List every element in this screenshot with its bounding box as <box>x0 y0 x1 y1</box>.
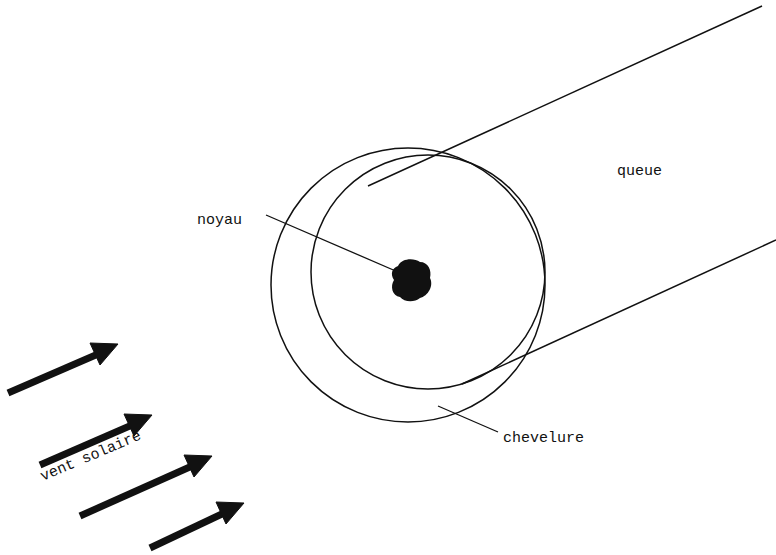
inner-circle <box>311 155 545 389</box>
solar-wind-arrows <box>8 343 244 548</box>
outer-circle <box>271 148 545 422</box>
tail-edge <box>462 240 776 384</box>
part-label: chevelure <box>503 430 584 448</box>
part-label: noyau <box>197 212 242 230</box>
leader-line <box>438 406 498 432</box>
part-label: queue <box>617 163 662 181</box>
nucleus <box>392 259 431 301</box>
leader-line <box>266 215 398 272</box>
tail-edge <box>368 6 762 186</box>
